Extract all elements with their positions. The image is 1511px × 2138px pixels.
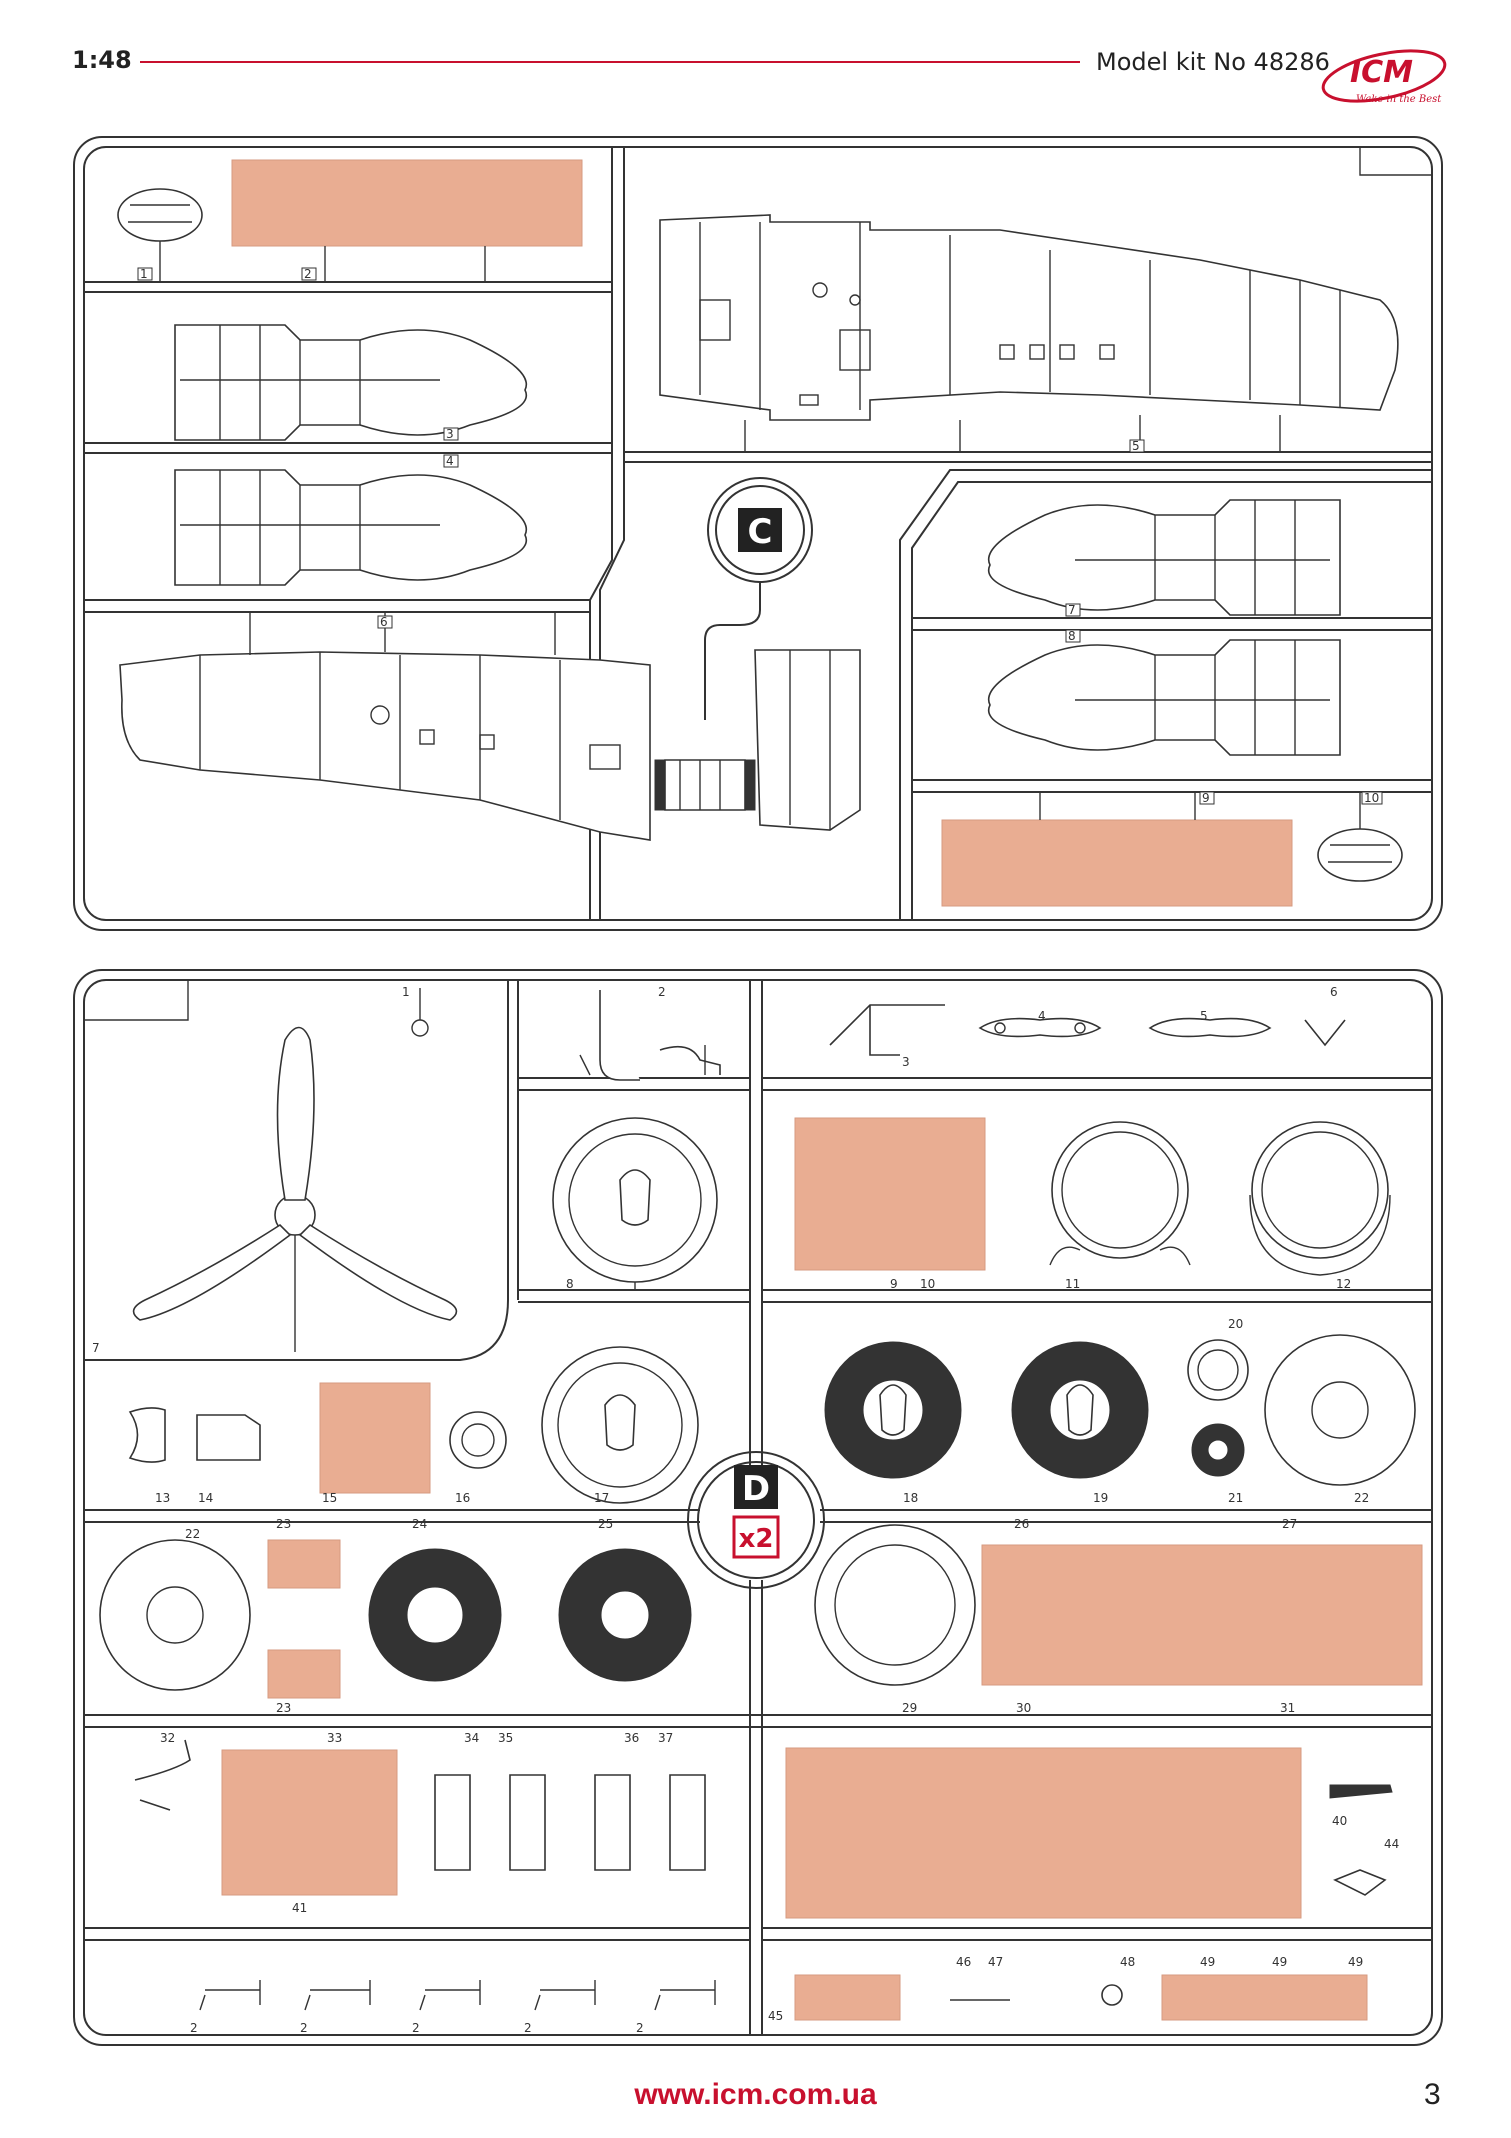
sprue-d-part-2-r3: 2 xyxy=(412,2021,420,2035)
sprue-c-part-6: 6 xyxy=(380,615,388,629)
sprue-d-part-27: 27 xyxy=(1282,1517,1297,1531)
sprue-d-part-44: 44 xyxy=(1384,1837,1399,1851)
kit-number: Model kit No 48286 xyxy=(1096,48,1330,76)
sprue-d-part-23a: 23 xyxy=(276,1517,291,1531)
sprue-c-part-1: 1 xyxy=(140,267,148,281)
sprue-c: C xyxy=(73,136,1443,931)
sprue-d-part-4: 4 xyxy=(1038,1009,1046,1023)
sprue-d-part-46: 46 xyxy=(956,1955,971,1969)
sprue-d-part-29: 29 xyxy=(902,1701,917,1715)
sprue-d-part-2-r5: 2 xyxy=(636,2021,644,2035)
sprue-d-part-5: 5 xyxy=(1200,1009,1208,1023)
header-rule xyxy=(140,61,1080,63)
sprue-c-part-4: 4 xyxy=(446,454,454,468)
sprue-d-part-35: 35 xyxy=(498,1731,513,1745)
sprue-c-part-3: 3 xyxy=(446,427,454,441)
sprue-d-part-49c: 49 xyxy=(1348,1955,1363,1969)
sprue-d-part-47: 47 xyxy=(988,1955,1003,1969)
sprue-d-letter: D xyxy=(742,1469,770,1509)
sprue-d-part-2-r4: 2 xyxy=(524,2021,532,2035)
sprue-d-part-32: 32 xyxy=(160,1731,175,1745)
page-number: 3 xyxy=(1424,2078,1441,2111)
sprue-d-part-31: 31 xyxy=(1280,1701,1295,1715)
sprue-d-part-2-r2: 2 xyxy=(300,2021,308,2035)
sprue-d-part-16: 16 xyxy=(455,1491,470,1505)
sprue-d-part-49b: 49 xyxy=(1272,1955,1287,1969)
sprue-d-part-7: 7 xyxy=(92,1341,100,1355)
sprue-d-part-18: 18 xyxy=(903,1491,918,1505)
sprue-d-multiplier: x2 xyxy=(739,1524,774,1554)
sprue-d-part-25: 25 xyxy=(598,1517,613,1531)
sprue-d-part-8: 8 xyxy=(566,1277,574,1291)
sprue-c-part-9: 9 xyxy=(1202,791,1210,805)
sprue-d-part-22b: 22 xyxy=(185,1527,200,1541)
sprue-d-part-3: 3 xyxy=(902,1055,910,1069)
svg-text:Wake in the Best: Wake in the Best xyxy=(1356,94,1442,105)
sprue-c-letter: C xyxy=(748,512,773,552)
sprue-c-part-2: 2 xyxy=(304,267,312,281)
sprue-d-part-22a: 22 xyxy=(1354,1491,1369,1505)
svg-text:ICM: ICM xyxy=(1350,55,1413,90)
sprue-d-part-14: 14 xyxy=(198,1491,213,1505)
sprue-d-part-41: 41 xyxy=(292,1901,307,1915)
sprue-c-part-7: 7 xyxy=(1068,603,1076,617)
sprue-d-part-45: 45 xyxy=(768,2009,783,2023)
sprue-d-part-15: 15 xyxy=(322,1491,337,1505)
sprue-d-part-24: 24 xyxy=(412,1517,427,1531)
sprue-d-part-12: 12 xyxy=(1336,1277,1351,1291)
sprue-d-part-17: 17 xyxy=(594,1491,609,1505)
sprue-d-part-36: 36 xyxy=(624,1731,639,1745)
sprue-d-part-10: 10 xyxy=(920,1277,935,1291)
website-url[interactable]: www.icm.com.ua xyxy=(634,2078,877,2111)
sprue-d-part-23b: 23 xyxy=(276,1701,291,1715)
sprue-d-part-48: 48 xyxy=(1120,1955,1135,1969)
sprue-d-part-6: 6 xyxy=(1330,985,1338,999)
sprue-c-part-8: 8 xyxy=(1068,629,1076,643)
icm-logo: ICM Wake in the Best xyxy=(1321,49,1447,105)
sprue-d-part-37: 37 xyxy=(658,1731,673,1745)
sprue-d-part-2-r1: 2 xyxy=(190,2021,198,2035)
sprue-d-part-26: 26 xyxy=(1014,1517,1029,1531)
sprue-d-part-49a: 49 xyxy=(1200,1955,1215,1969)
sprue-d-part-21: 21 xyxy=(1228,1491,1243,1505)
sprue-d-part-2: 2 xyxy=(658,985,666,999)
scale-label: 1:48 xyxy=(72,46,132,74)
sprue-d-part-30: 30 xyxy=(1016,1701,1031,1715)
sprue-d-part-34: 34 xyxy=(464,1731,479,1745)
sprue-c-part-5: 5 xyxy=(1132,439,1140,453)
sprue-d-part-9: 9 xyxy=(890,1277,898,1291)
sprue-d-part-11: 11 xyxy=(1065,1277,1080,1291)
sprue-d-part-19: 19 xyxy=(1093,1491,1108,1505)
sprue-d: D x2 1 2 xyxy=(73,969,1443,2046)
sprue-d-part-33: 33 xyxy=(327,1731,342,1745)
sprue-d-part-40: 40 xyxy=(1332,1814,1347,1828)
sprue-d-part-1: 1 xyxy=(402,985,410,999)
sprue-c-part-10: 10 xyxy=(1364,791,1379,805)
sprue-d-part-20: 20 xyxy=(1228,1317,1243,1331)
sprue-d-part-13: 13 xyxy=(155,1491,170,1505)
